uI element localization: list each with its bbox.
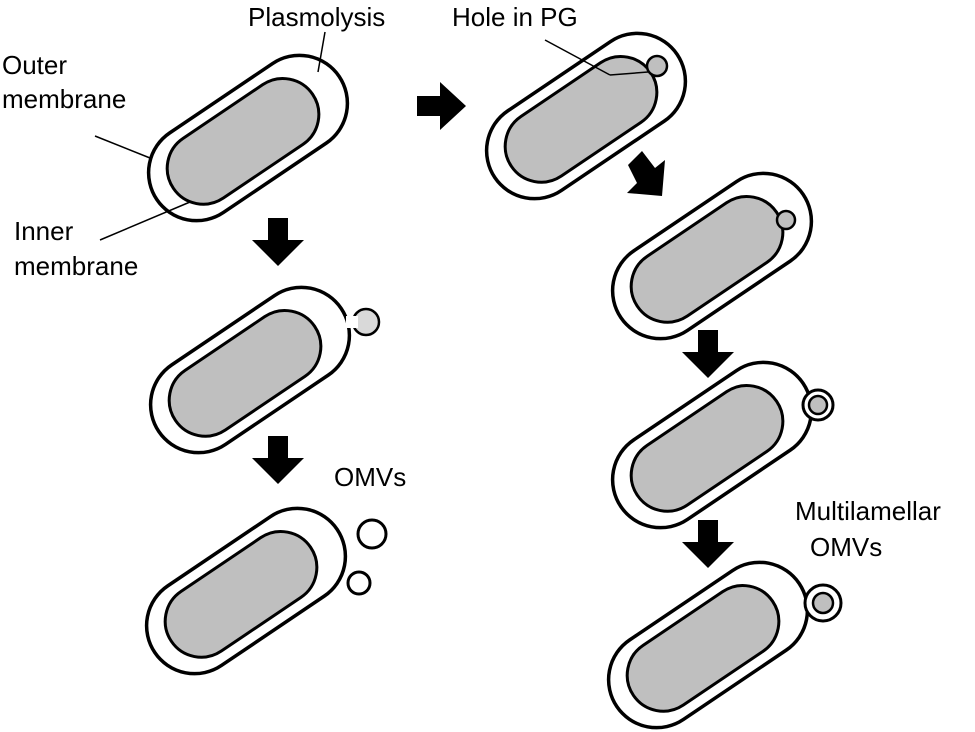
multilamellar-bleb-inner — [807, 394, 829, 416]
label-multilamellar-2: OMVs — [810, 532, 882, 562]
label-omvs: OMVs — [334, 462, 406, 492]
label-plasmolysis: Plasmolysis — [248, 2, 385, 32]
inner-vesicle — [775, 209, 797, 231]
arrow-down-icon — [252, 218, 304, 266]
cell-hole-in-pg — [484, 31, 688, 201]
multilamellar-omv-inner — [811, 591, 835, 615]
label-inner-membrane-2: membrane — [14, 251, 138, 281]
cell-after-release — [144, 506, 348, 676]
leader-outer-membrane — [94, 135, 151, 159]
cell-plasmolysis — [146, 53, 350, 223]
label-hole-in-pg: Hole in PG — [452, 2, 578, 32]
cell-blebbing — [148, 285, 352, 455]
leader-hole-in-pg-2 — [609, 71, 649, 76]
arrow-down-icon — [682, 520, 734, 568]
cell-after-multilamellar-release — [606, 560, 810, 730]
label-outer-membrane-1: Outer — [2, 50, 67, 80]
bulging-inner-membrane — [645, 54, 669, 78]
omv-vesicle — [356, 518, 388, 550]
leader-plasmolysis — [317, 31, 326, 73]
cell-inner-bulge — [610, 171, 814, 341]
arrow-down-right-icon — [627, 151, 665, 196]
label-multilamellar-1: Multilamellar — [795, 496, 941, 526]
label-inner-membrane-1: Inner — [14, 216, 74, 246]
cell-double-bleb — [610, 360, 814, 530]
omv-vesicle — [346, 570, 372, 596]
leader-hole-in-pg — [544, 39, 611, 76]
arrow-down-icon — [682, 330, 734, 378]
leader-inner-membrane — [99, 201, 191, 241]
arrow-down-icon — [252, 436, 304, 484]
label-outer-membrane-2: membrane — [2, 84, 126, 114]
arrow-right-icon — [417, 82, 466, 130]
